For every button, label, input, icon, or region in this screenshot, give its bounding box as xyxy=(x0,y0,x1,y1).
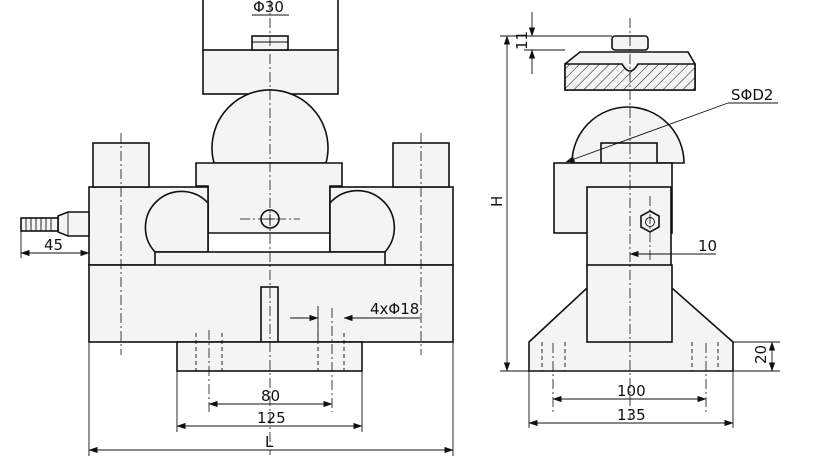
dim-inner-spacing: 80 xyxy=(208,387,333,408)
dim-foot-height-label: 20 xyxy=(752,345,770,364)
dim-top-dia-label: Φ30 xyxy=(253,0,284,16)
dim-outer-spacing: 125 xyxy=(176,371,363,432)
right-ball xyxy=(329,189,396,253)
dim-sphere-label: SΦD2 xyxy=(731,86,773,104)
front-center-lines xyxy=(120,0,422,455)
load-button xyxy=(202,0,339,95)
dim-foot-height: 20 xyxy=(733,341,780,372)
foot-holes-hidden xyxy=(195,333,345,371)
cable-gland xyxy=(20,211,90,237)
dim-length-label: L xyxy=(265,433,274,451)
side-base-column xyxy=(586,264,673,343)
dim-top-height-label: 11 xyxy=(513,31,531,50)
dim-side-inner-label: 100 xyxy=(617,382,646,400)
dim-top-dia: Φ30 xyxy=(252,0,289,16)
dim-bolt-offset-label: 10 xyxy=(698,237,717,255)
dim-cable-offset: 45 xyxy=(20,231,90,265)
dim-holes-label: 4xΦ18 xyxy=(370,300,419,318)
center-slot xyxy=(260,286,279,343)
dim-sphere: SΦD2 xyxy=(565,86,778,163)
dim-holes: 4xΦ18 xyxy=(290,300,420,342)
left-ball xyxy=(144,190,209,253)
side-view: 11 H SΦD2 10 20 xyxy=(488,12,780,428)
dim-side-inner: 100 xyxy=(552,382,707,403)
dim-cable-offset-label: 45 xyxy=(44,236,63,254)
front-view: Φ30 45 4xΦ18 80 125 xyxy=(20,0,454,456)
dim-side-outer: 135 xyxy=(528,371,734,428)
dim-inner-spacing-label: 80 xyxy=(261,387,280,405)
dim-outer-spacing-label: 125 xyxy=(257,409,286,427)
side-foot-holes xyxy=(541,342,719,371)
dim-length: L xyxy=(88,342,454,456)
dim-height-label: H xyxy=(488,196,506,207)
dim-height: H xyxy=(488,35,529,372)
dim-side-outer-label: 135 xyxy=(617,406,646,424)
dim-bolt-offset: 10 xyxy=(629,237,717,258)
front-foot xyxy=(176,341,363,372)
